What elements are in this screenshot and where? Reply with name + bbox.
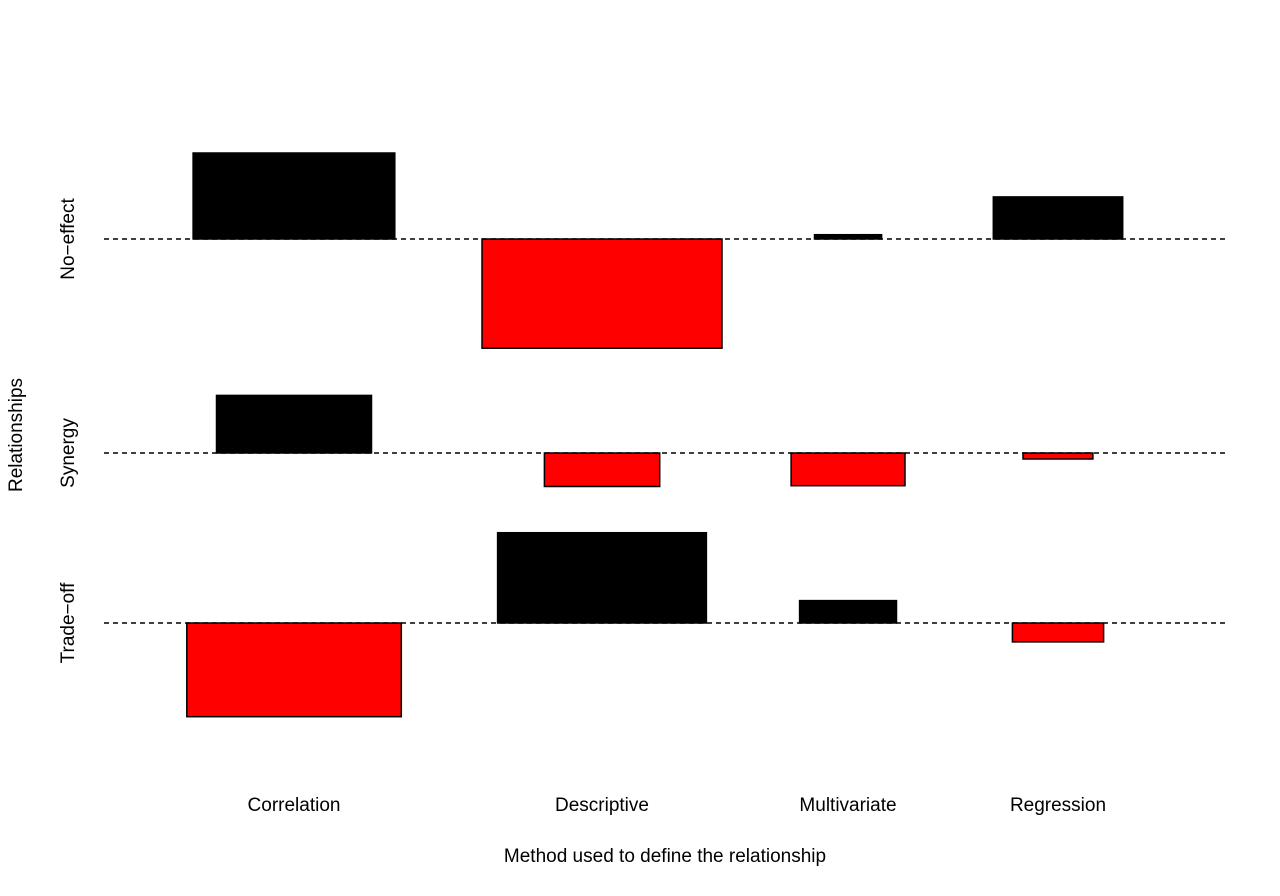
- bar-trade-off-multivariate: [798, 599, 898, 624]
- x-tick-labels: Correlation Descriptive Multivariate Regres…: [248, 795, 1107, 816]
- bar-no-effect-descriptive: [481, 238, 723, 349]
- bar-synergy-correlation: [215, 394, 373, 454]
- y-tick-label-no-effect: No−effect: [58, 198, 79, 280]
- bar-no-effect-regression: [992, 196, 1124, 240]
- x-tick-label-correlation: Correlation: [248, 795, 341, 816]
- y-tick-label-trade-off: Trade−off: [58, 582, 79, 664]
- x-axis-label: Method used to define the relationship: [504, 846, 826, 867]
- x-tick-label-multivariate: Multivariate: [799, 795, 896, 816]
- x-tick-label-descriptive: Descriptive: [555, 795, 649, 816]
- bar-trade-off-regression: [1011, 622, 1105, 643]
- bar-no-effect-multivariate: [813, 233, 883, 240]
- bar-synergy-regression: [1022, 452, 1094, 460]
- x-tick-label-regression: Regression: [1010, 795, 1106, 816]
- baselines-layer: [104, 238, 1228, 624]
- y-tick-label-synergy: Synergy: [58, 418, 79, 488]
- bar-trade-off-descriptive: [496, 531, 708, 624]
- bar-no-effect-correlation: [192, 152, 396, 240]
- bar-synergy-multivariate: [790, 452, 906, 487]
- y-axis-label: Relationships: [6, 378, 27, 492]
- bars-layer: [186, 152, 1124, 718]
- bar-synergy-descriptive: [543, 452, 661, 488]
- bar-trade-off-correlation: [186, 622, 403, 718]
